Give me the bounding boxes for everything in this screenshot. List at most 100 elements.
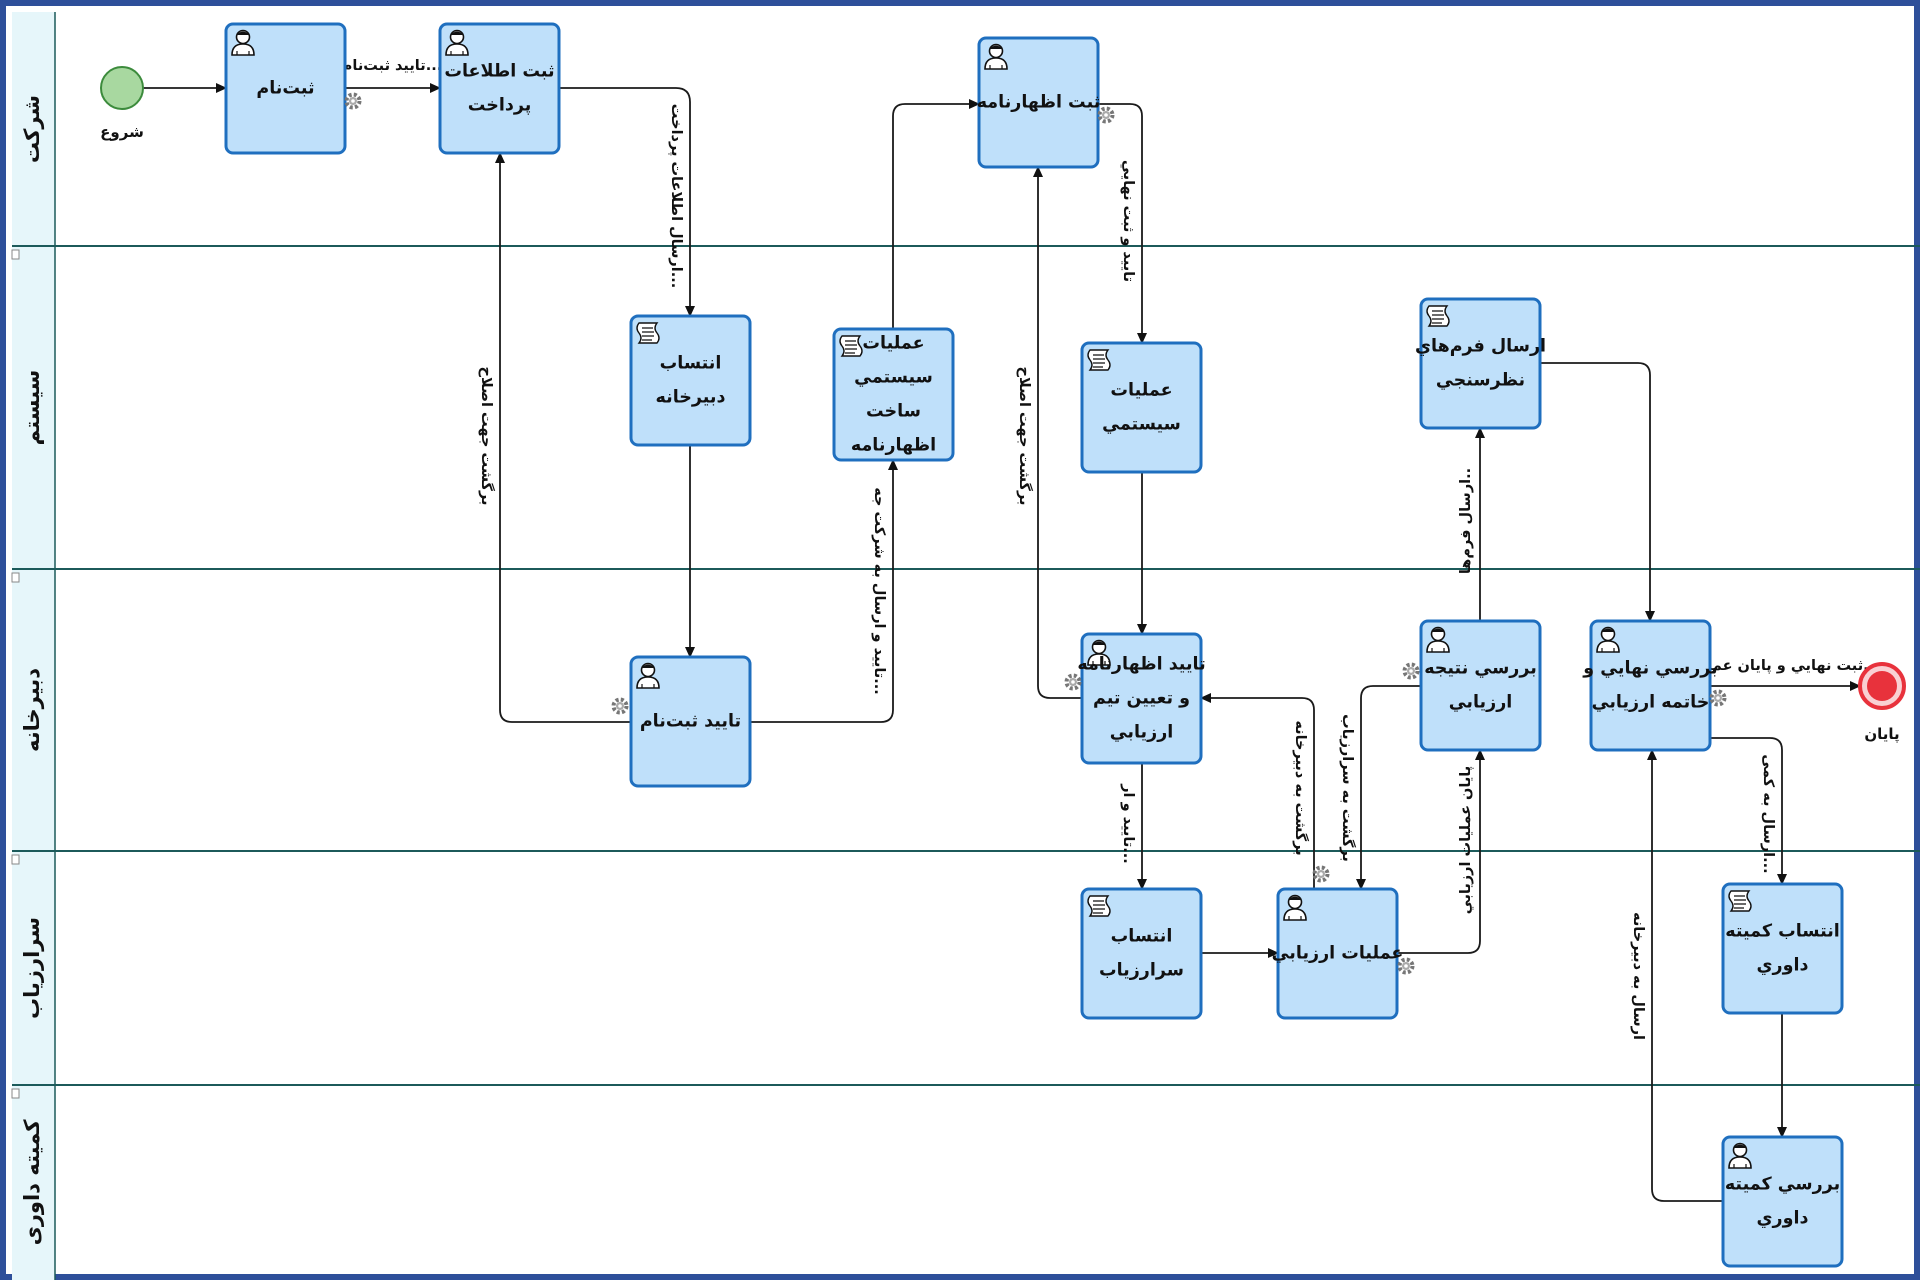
script-task-icon — [1087, 895, 1111, 917]
task-system-build[interactable]: عملیات سیستمي ساخت اظهارنامه — [832, 327, 955, 462]
task-label: عملیات ارزیابي — [1272, 944, 1404, 964]
task-committee-review[interactable]: بررسي کمیته داوري — [1721, 1135, 1844, 1268]
task-send-forms[interactable]: ارسال فرم‌هاي نظرسنجي — [1415, 297, 1546, 430]
task-label: تایید اظهارنامه — [1077, 655, 1205, 675]
task-label: ثبت اطلاعات — [444, 62, 554, 82]
task-label: دبیرخانه — [656, 388, 726, 408]
sequence-flow — [559, 87, 695, 317]
flow-label-send-forms: ارسال فرم‌ها.. — [1458, 468, 1474, 574]
flow-label-send-secretariat: ارسال به دبیرخانه — [1630, 912, 1646, 1040]
flow-label-back-fix-1: برگشت جهت اصلاح — [478, 367, 496, 506]
task-label: و تعیین تیم — [1093, 689, 1190, 709]
task-label: انتساب — [660, 354, 722, 374]
task-label: ثبت اظهارنامه — [977, 93, 1101, 113]
end-event[interactable]: پایان — [1858, 662, 1906, 744]
task-declaration[interactable]: ثبت اظهارنامه — [977, 36, 1115, 169]
flow-label-send-payment: ارسال اطلاعات پرداخت... — [668, 104, 684, 288]
flow-label-confirm-register: تایید ثبت‌نام... — [342, 58, 442, 74]
gear-icon — [344, 92, 362, 110]
task-label: ارسال فرم‌هاي — [1415, 337, 1546, 357]
flow-label-confirm-send-company: تایید و ارسال به شرکت جه... — [871, 487, 887, 695]
task-label: انتساب — [1111, 927, 1173, 947]
gear-icon — [1097, 106, 1115, 124]
lane-title-system: سیستم — [20, 370, 44, 446]
lane-marker-icon — [11, 1088, 20, 1099]
task-label: عملیات — [862, 334, 924, 354]
lane-title-secretariat: دبیرخانه — [20, 668, 44, 752]
sequence-flow — [1356, 685, 1421, 890]
gear-icon — [611, 697, 629, 715]
task-confirm-declaration[interactable]: تایید اظهارنامه و تعیین تیم ارزیابي — [1064, 632, 1206, 765]
gear-icon — [1709, 689, 1727, 707]
lane-title-chief: سرارزیاب — [20, 917, 44, 1019]
sequence-flow — [1397, 749, 1485, 954]
script-task-icon — [839, 335, 863, 357]
task-label: ثبت‌نام — [256, 79, 314, 99]
flow-label-final-end: ثبت نهایي و پایان عملی... — [1692, 658, 1879, 674]
task-label: پرداخت — [468, 96, 532, 116]
flow-label-send-committee: ارسال به کمی... — [1760, 754, 1776, 873]
task-label: نظرسنجي — [1436, 371, 1525, 391]
sequence-flows — [143, 83, 1861, 1202]
flow-label-back-chief: برگشت به سرارزیاب — [1339, 714, 1357, 862]
task-payment-info[interactable]: ثبت اطلاعات پرداخت — [438, 22, 561, 155]
task-label: سیستمي — [854, 368, 933, 388]
task-review-result[interactable]: بررسي نتیجه ارزیابي — [1402, 619, 1542, 752]
diagram-svg: شرکت سیستم دبیرخانه سرارزیاب کمیته داوری تای… — [11, 12, 1920, 1280]
tasks: ثبت‌نام ثبت اطلاعات پرداخت ثبت اظهارنامه انت… — [224, 22, 1844, 1268]
task-label: اظهارنامه — [851, 436, 936, 456]
task-evaluation[interactable]: عملیات ارزیابي — [1272, 865, 1415, 1020]
script-task-icon — [1728, 890, 1752, 912]
lane-dividers — [11, 245, 1920, 1099]
task-label: انتساب کمیته — [1725, 922, 1840, 942]
task-assign-chief[interactable]: انتساب سرارزیاب — [1080, 887, 1203, 1020]
lane-marker-icon — [11, 572, 20, 583]
lane-marker-icon — [11, 249, 20, 260]
sequence-flow — [892, 99, 980, 329]
flow-label-confirm-and: تایید و ار... — [1120, 783, 1136, 864]
gear-icon — [1402, 662, 1420, 680]
task-final-review[interactable]: بررسي نهایي و خاتمه ارزیابي — [1582, 619, 1727, 752]
lane-title-committee: کمیته داوری — [20, 1119, 44, 1246]
task-label: سیستمي — [1102, 415, 1181, 435]
lane-marker-icon — [11, 854, 20, 865]
task-label: داوري — [1757, 1209, 1809, 1229]
flow-labels: تایید ثبت‌نام... ارسال اطلاعات پرداخت... ب… — [342, 58, 1880, 1040]
task-confirm-register[interactable]: تایید ثبت‌نام — [611, 655, 752, 788]
flow-label-back-secretariat: برگشت به دبیرخانه — [1292, 720, 1310, 855]
task-label: ساخت — [866, 402, 921, 422]
task-label: بررسي نهایي و — [1582, 659, 1717, 679]
script-task-icon — [1087, 349, 1111, 371]
script-task-icon — [1426, 305, 1450, 327]
task-label: بررسي نتیجه — [1424, 659, 1537, 679]
task-assign-secretariat[interactable]: انتساب دبیرخانه — [629, 314, 752, 447]
lane-header-column — [12, 12, 55, 1280]
task-label: عملیات — [1110, 381, 1172, 401]
task-label: ارزیابي — [1449, 693, 1513, 713]
task-label: خاتمه ارزیابي — [1592, 693, 1710, 713]
gear-icon — [1312, 865, 1330, 883]
flow-label-end-evaluation: پایان عملیات ارزیابي — [1458, 766, 1474, 914]
flow-label-confirm-final-register: تایید و ثبت نهایي — [1120, 160, 1136, 282]
sequence-flow — [495, 152, 631, 723]
script-task-icon — [636, 322, 660, 344]
task-system-ops[interactable]: عملیات سیستمي — [1080, 341, 1203, 474]
task-label: سرارزیاب — [1099, 961, 1184, 981]
start-event-label: شروع — [100, 123, 144, 141]
start-event[interactable]: شروع — [100, 66, 144, 141]
flow-label-back-fix-2: برگشت جهت اصلاح — [1016, 367, 1034, 506]
gear-icon — [1064, 673, 1082, 691]
sequence-flow — [1540, 362, 1655, 622]
task-label: بررسي کمیته — [1725, 1175, 1840, 1195]
sequence-flow — [1647, 749, 1723, 1202]
lane-title-company: شرکت — [20, 95, 44, 163]
events: شروع پایان — [100, 66, 1906, 744]
sequence-flow — [1710, 737, 1787, 885]
sequence-flow — [750, 459, 898, 723]
sequence-flow — [1098, 103, 1147, 344]
sequence-flow — [1200, 693, 1315, 889]
task-label: ارزیابي — [1110, 723, 1174, 743]
task-register[interactable]: ثبت‌نام — [224, 22, 362, 155]
